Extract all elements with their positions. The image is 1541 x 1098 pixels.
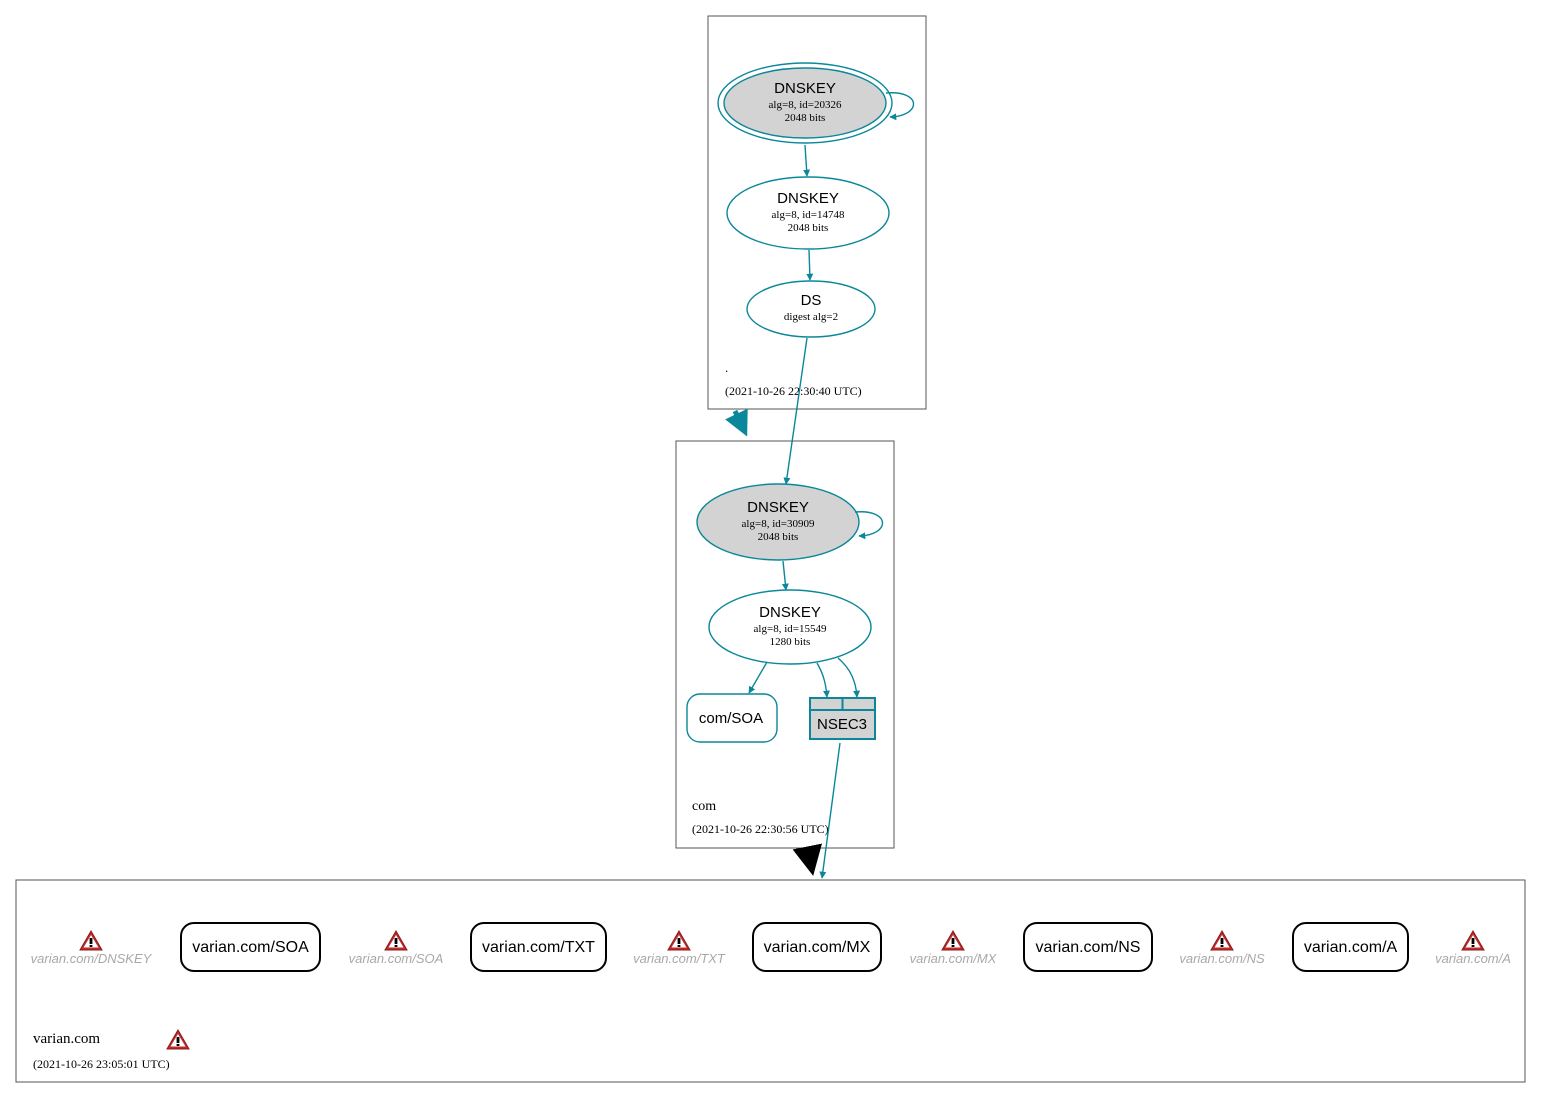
root-ds-detail: digest alg=2 [784, 311, 838, 323]
missing-a-label: varian.com/A [1435, 951, 1511, 966]
missing-soa-label: varian.com/SOA [349, 951, 444, 966]
root-zsk-title: DNSKEY [777, 190, 839, 207]
warning-icon [1210, 930, 1234, 951]
warning-icon [667, 930, 691, 951]
missing-dnskey[interactable]: varian.com/DNSKEY [31, 930, 153, 966]
missing-mx-label: varian.com/MX [910, 951, 998, 966]
com-soa-label: com/SOA [699, 710, 763, 727]
rrset-txt[interactable]: varian.com/TXT [470, 922, 607, 972]
com-zsk-detail: alg=8, id=15549 [754, 623, 827, 635]
varian-zone-name: varian.com [33, 1031, 100, 1047]
root-zone-name: . [725, 360, 728, 375]
varian-zone: varian.com/DNSKEY varian.com/SOA varian.… [15, 879, 1526, 1083]
com-zone-timestamp: (2021-10-26 22:30:56 UTC) [692, 822, 829, 836]
com-ksk-node[interactable]: DNSKEY alg=8, id=30909 2048 bits [696, 483, 860, 561]
com-zone: DNSKEY alg=8, id=30909 2048 bits DNSKEY … [675, 440, 895, 849]
warning-icon [941, 930, 965, 951]
root-zone-box [707, 15, 927, 410]
root-ksk-bits: 2048 bits [785, 112, 826, 124]
missing-dnskey-label: varian.com/DNSKEY [31, 951, 153, 966]
missing-txt-label: varian.com/TXT [633, 951, 726, 966]
rrset-mx-label: varian.com/MX [764, 939, 871, 956]
rrset-ns[interactable]: varian.com/NS [1023, 922, 1153, 972]
com-zsk-title: DNSKEY [759, 604, 821, 621]
com-nsec3-node[interactable]: NSEC3 [809, 697, 876, 740]
root-zsk-bits: 2048 bits [788, 222, 829, 234]
root-ksk-detail: alg=8, id=20326 [769, 99, 842, 111]
com-ksk-title: DNSKEY [747, 499, 809, 516]
rrset-a-label: varian.com/A [1304, 939, 1398, 956]
root-ksk-self-edge [885, 92, 915, 121]
missing-txt[interactable]: varian.com/TXT [633, 930, 726, 966]
com-zsk-bits: 1280 bits [770, 636, 811, 648]
ds-to-com-ksk-edge [783, 337, 808, 485]
zone-warning-icon[interactable] [166, 1029, 190, 1050]
root-ksk-to-zsk-edge [803, 144, 811, 177]
com-ksk-detail: alg=8, id=30909 [742, 518, 815, 530]
root-zsk-to-ds-edge [806, 249, 814, 281]
nsec3-to-varian-edge [819, 742, 841, 879]
missing-ns[interactable]: varian.com/NS [1179, 930, 1265, 966]
rrset-a[interactable]: varian.com/A [1292, 922, 1409, 972]
com-zsk-node[interactable]: DNSKEY alg=8, id=15549 1280 bits [708, 589, 872, 665]
com-zone-name: com [692, 799, 716, 814]
rrset-ns-label: varian.com/NS [1036, 939, 1141, 956]
root-zone: DNSKEY alg=8, id=20326 2048 bits DNSKEY … [707, 15, 927, 410]
com-ksk-to-zsk-edge [781, 560, 789, 591]
com-ksk-bits: 2048 bits [758, 531, 799, 543]
com-zsk-to-nsec3-edge-1 [816, 662, 830, 698]
warning-icon [384, 930, 408, 951]
root-to-com-delegation-edge [725, 408, 748, 437]
varian-zone-box [15, 879, 1526, 1083]
com-to-varian-delegation-edge [792, 843, 823, 876]
varian-zone-timestamp: (2021-10-26 23:05:01 UTC) [33, 1057, 170, 1071]
root-zsk-node[interactable]: DNSKEY alg=8, id=14748 2048 bits [726, 176, 890, 250]
rrset-txt-label: varian.com/TXT [482, 939, 595, 956]
missing-soa[interactable]: varian.com/SOA [349, 930, 444, 966]
com-ksk-self-edge [854, 511, 884, 540]
rrset-mx[interactable]: varian.com/MX [752, 922, 882, 972]
root-ds-node[interactable]: DS digest alg=2 [746, 280, 876, 338]
missing-ns-label: varian.com/NS [1179, 951, 1265, 966]
rrset-soa[interactable]: varian.com/SOA [180, 922, 321, 972]
com-zsk-to-nsec3-edge-2 [837, 657, 861, 698]
root-ksk-title: DNSKEY [774, 80, 836, 97]
root-ksk-node[interactable]: DNSKEY alg=8, id=20326 2048 bits [717, 62, 893, 144]
com-zone-box [675, 440, 895, 849]
missing-a[interactable]: varian.com/A [1435, 930, 1511, 966]
com-nsec3-label: NSEC3 [817, 716, 867, 733]
root-zsk-detail: alg=8, id=14748 [772, 209, 845, 221]
rrset-soa-label: varian.com/SOA [192, 939, 309, 956]
warning-icon [1461, 930, 1485, 951]
root-zone-timestamp: (2021-10-26 22:30:40 UTC) [725, 384, 862, 398]
root-ds-title: DS [801, 292, 822, 309]
warning-icon [79, 930, 103, 951]
com-zsk-to-soa-edge [748, 661, 768, 694]
com-soa-node[interactable]: com/SOA [686, 693, 778, 743]
missing-mx[interactable]: varian.com/MX [910, 930, 998, 966]
